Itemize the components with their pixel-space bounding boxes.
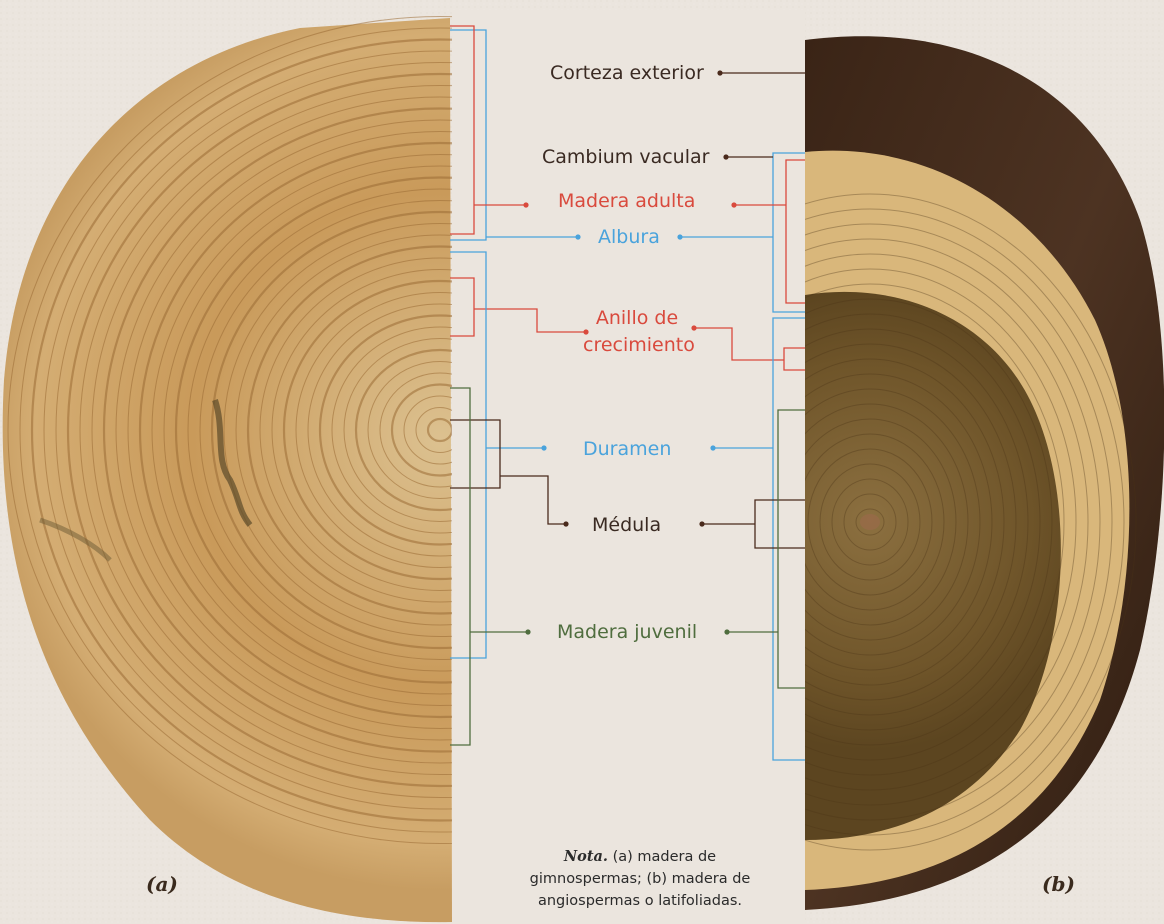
- panel-label-b: (b): [1042, 872, 1075, 896]
- label-anillo-line1: Anillo de: [589, 306, 685, 330]
- note-line-2: gimnospermas; (b) madera de: [490, 868, 790, 890]
- label-duramen: Duramen: [583, 437, 671, 461]
- note-line-3: angiospermas o latifoliadas.: [490, 890, 790, 912]
- label-anillo-line2: crecimiento: [583, 333, 691, 357]
- label-albura: Albura: [598, 225, 660, 249]
- label-madera-adulta: Madera adulta: [558, 189, 695, 213]
- note-lead: Nota.: [564, 848, 608, 865]
- label-madera-juvenil: Madera juvenil: [557, 620, 697, 644]
- label-cambium-vacular: Cambium vacular: [542, 145, 709, 169]
- label-medula: Médula: [592, 513, 661, 537]
- figure-note: Nota. (a) madera de gimnospermas; (b) ma…: [490, 846, 790, 912]
- panel-label-a: (a): [146, 872, 178, 896]
- note-text-1: (a) madera de: [613, 849, 717, 865]
- note-line-1: Nota. (a) madera de: [490, 846, 790, 868]
- label-corteza-exterior: Corteza exterior: [550, 61, 704, 85]
